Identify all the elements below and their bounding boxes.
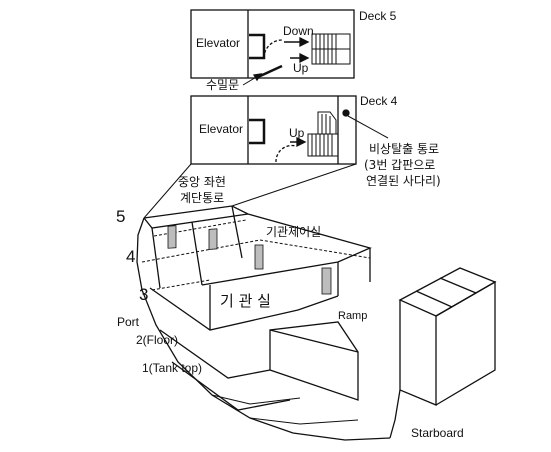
ramp-label: Ramp — [338, 310, 367, 322]
level-5-label: 5 — [116, 207, 125, 226]
hull-rib-1 — [211, 394, 301, 405]
stair-block-right — [231, 205, 243, 259]
engine-room-label: 기 관 실 — [220, 292, 271, 310]
projection-line-right — [231, 163, 357, 207]
tank-top-line — [171, 361, 291, 411]
hull-outer — [136, 217, 391, 441]
deck4-dashed-line-2 — [151, 279, 211, 291]
escape-route-line-2: (3번 갑판으로 — [364, 158, 435, 172]
deck5-down-label: Down — [283, 24, 314, 38]
hull-3d — [136, 205, 497, 441]
deck4-plan — [143, 95, 389, 219]
bulkhead-panel-2 — [208, 228, 218, 250]
engine-control-room-label: 기관제어실 — [266, 225, 321, 239]
central-stairs-line-1: 중앙 좌현 — [178, 175, 226, 189]
watertight-door-label: 수밀문 — [206, 78, 239, 92]
escape-route-leader — [347, 115, 389, 139]
deck5-outline — [190, 9, 355, 79]
projection-line-left — [143, 163, 192, 219]
ramp-trunk — [269, 321, 359, 401]
floor-level-label: 2(Floor) — [136, 333, 178, 347]
deck4-up-arrowhead — [296, 136, 307, 148]
tank-top-label: 1(Tank top) — [142, 361, 202, 375]
deck5-down-arrowhead — [299, 36, 310, 48]
deck4-stairs — [307, 111, 339, 157]
deck5-elevator-door — [249, 33, 266, 60]
central-stairs-line-2: 계단통로 — [180, 191, 224, 205]
deck4-elevator-label: Elevator — [199, 122, 243, 136]
port-label: Port — [117, 315, 140, 329]
deck5-elevator-label: Elevator — [196, 36, 240, 50]
deck4-up-label: Up — [289, 126, 305, 140]
hull-rib-2 — [249, 417, 359, 425]
escape-hatch-marker — [342, 109, 350, 117]
deck4-label: Deck 4 — [360, 94, 398, 108]
starboard-label: Starboard — [411, 426, 464, 440]
engine-room-floor — [149, 287, 339, 331]
starboard-ramp-side — [435, 280, 496, 406]
deck5-up-label: Up — [293, 61, 309, 75]
level-4-label: 4 — [126, 247, 135, 266]
starboard-ramp-front — [399, 300, 437, 406]
deck4-door-swing — [275, 144, 297, 163]
starboard-ramp-div2 — [439, 277, 477, 294]
deck5-door-leader-head — [252, 73, 263, 82]
bulkhead-panel-1 — [167, 225, 177, 249]
deck5-door-swing — [263, 39, 283, 59]
escape-route-line-1: 비상탈출 통로 — [369, 142, 439, 156]
bulkhead-panel-3 — [254, 244, 264, 270]
deck5-watertight-door — [257, 64, 283, 79]
stair-block-front — [151, 227, 161, 289]
deck4-elevator-door — [249, 118, 266, 145]
starboard-hull — [389, 389, 401, 439]
level-3-label: 3 — [139, 285, 148, 304]
bulkhead-panel-4 — [321, 267, 332, 295]
starboard-ramp-div1 — [415, 290, 453, 308]
stair-block-partition — [191, 221, 203, 286]
deck5-plan — [190, 9, 355, 86]
deck5-label: Deck 5 — [359, 9, 397, 23]
deck5-up-arrowhead — [299, 52, 310, 64]
floor-level-line — [159, 329, 271, 379]
ramp-trunk-edge — [269, 329, 359, 353]
escape-route-line-3: 연결된 사다리) — [366, 174, 441, 188]
deck4-dashed-line — [141, 239, 371, 263]
deck5-stairs — [311, 33, 351, 65]
